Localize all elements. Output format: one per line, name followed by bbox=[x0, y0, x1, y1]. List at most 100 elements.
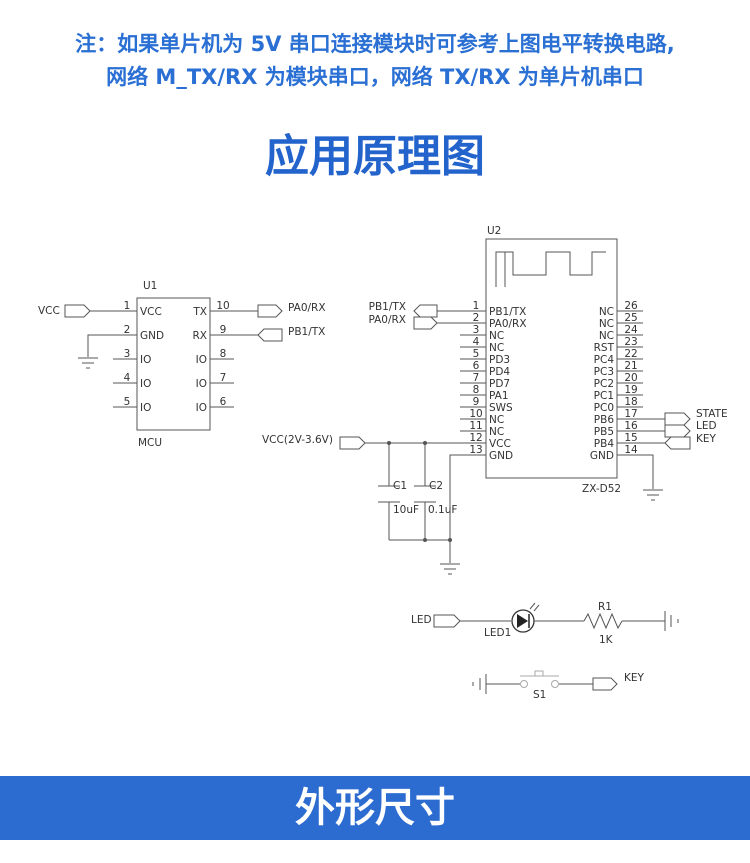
pin-label: PA1 bbox=[489, 390, 509, 402]
u1-ref: U1 bbox=[143, 280, 157, 292]
pin-number: 3 bbox=[473, 324, 480, 336]
pin-number: 1 bbox=[124, 300, 131, 312]
note-line-1: 注：如果单片机为 5V 串口连接模块时可参考上图电平转换电路, bbox=[75, 32, 675, 56]
pin-label: TX bbox=[192, 306, 207, 318]
pin-number: 23 bbox=[624, 336, 637, 348]
pin-label: NC bbox=[489, 426, 504, 438]
pin-number: 2 bbox=[473, 312, 480, 324]
pin-number: 7 bbox=[473, 372, 480, 384]
resistor-icon bbox=[583, 612, 623, 630]
ground-icon bbox=[664, 611, 679, 631]
key-port-icon bbox=[664, 436, 691, 450]
pin-label: GND bbox=[140, 330, 164, 342]
led-circuit-port-label: LED bbox=[411, 614, 432, 626]
pin-number: 14 bbox=[624, 444, 638, 456]
ground-icon bbox=[472, 674, 487, 694]
pin-number: 9 bbox=[220, 324, 227, 336]
pin-number: 19 bbox=[624, 384, 637, 396]
pin-number: 11 bbox=[469, 420, 482, 432]
pin-number: 22 bbox=[624, 348, 637, 360]
banner-title: 外形尺寸 bbox=[295, 785, 455, 831]
pin-number: 8 bbox=[220, 348, 227, 360]
r1-value: 1K bbox=[599, 634, 614, 646]
state-port-icon bbox=[664, 412, 691, 426]
pin-number: 6 bbox=[473, 360, 480, 372]
state-net-label: STATE bbox=[696, 408, 728, 420]
pin-number: 15 bbox=[624, 432, 637, 444]
pin-number: 3 bbox=[124, 348, 131, 360]
pin-number: 5 bbox=[473, 348, 480, 360]
led-ref: LED1 bbox=[484, 627, 511, 639]
pin-label: RX bbox=[193, 330, 208, 342]
note-line-2: 网络 M_TX/RX 为模块串口，网络 TX/RX 为单片机串口 bbox=[106, 65, 644, 89]
pin-label: VCC bbox=[140, 306, 162, 318]
c2-ref: C2 bbox=[429, 480, 443, 492]
led-circuit-port-icon bbox=[433, 614, 461, 628]
pin-label: IO bbox=[196, 354, 207, 366]
pin-number: 18 bbox=[624, 396, 637, 408]
pin-label: NC bbox=[489, 342, 504, 354]
pin-number: 5 bbox=[124, 396, 131, 408]
u1-name: MCU bbox=[138, 437, 162, 449]
pin-number: 20 bbox=[624, 372, 637, 384]
led-net-label: LED bbox=[696, 420, 717, 432]
u2-pb1-tx-port-icon bbox=[413, 304, 438, 318]
pin-number: 8 bbox=[473, 384, 480, 396]
pa0-rx-port-icon bbox=[257, 304, 283, 318]
pin-number: 24 bbox=[624, 324, 638, 336]
r1-ref: R1 bbox=[598, 601, 612, 613]
pin-label: PB4 bbox=[594, 438, 615, 450]
pin-number: 26 bbox=[624, 300, 638, 312]
vcc-range-port-icon bbox=[339, 436, 366, 450]
pin-label: PA0/RX bbox=[489, 318, 527, 330]
c2-value: 0.1uF bbox=[428, 504, 457, 516]
pin-label: IO bbox=[140, 354, 151, 366]
pin-label: GND bbox=[590, 450, 614, 462]
pin-label: PD3 bbox=[489, 354, 510, 366]
pin-number: 2 bbox=[124, 324, 131, 336]
ground-icon bbox=[440, 563, 460, 575]
pin-label: PC0 bbox=[594, 402, 614, 414]
key-circuit-port-label: KEY bbox=[624, 672, 645, 684]
led-port-icon bbox=[664, 424, 691, 438]
antenna-icon bbox=[495, 251, 606, 287]
pb1-tx-port-icon bbox=[257, 328, 283, 342]
pin-label: NC bbox=[599, 306, 614, 318]
pin-label: NC bbox=[489, 414, 504, 426]
pin-label: VCC bbox=[489, 438, 511, 450]
pin-label: GND bbox=[489, 450, 513, 462]
pin-number: 10 bbox=[469, 408, 482, 420]
pin-label: PB6 bbox=[594, 414, 615, 426]
key-net-label: KEY bbox=[696, 433, 717, 445]
pin-label: NC bbox=[489, 330, 504, 342]
pin-label: PC1 bbox=[594, 390, 614, 402]
pin-label: NC bbox=[599, 330, 614, 342]
pin-number: 25 bbox=[624, 312, 637, 324]
pin-label: IO bbox=[140, 402, 151, 414]
pin-label: PC4 bbox=[594, 354, 615, 366]
u2-ref: U2 bbox=[487, 225, 501, 237]
u1-tx-net-label: PA0/RX bbox=[288, 302, 326, 314]
pin-number: 12 bbox=[469, 432, 482, 444]
pin-label: IO bbox=[196, 402, 207, 414]
c1-value: 10uF bbox=[393, 504, 419, 516]
c1-ref: C1 bbox=[393, 480, 407, 492]
pin-number: 10 bbox=[216, 300, 229, 312]
pin-label: PD7 bbox=[489, 378, 510, 390]
pin-number: 1 bbox=[473, 300, 480, 312]
pin-label: PC2 bbox=[594, 378, 614, 390]
vcc-port-label: VCC bbox=[38, 305, 60, 317]
section-title: 应用原理图 bbox=[265, 131, 485, 182]
u1-body bbox=[136, 297, 211, 431]
pin-label: PD4 bbox=[489, 366, 510, 378]
push-button-icon bbox=[520, 670, 559, 688]
pin-number: 4 bbox=[124, 372, 131, 384]
s1-ref: S1 bbox=[533, 689, 546, 701]
pin-label: PB1/TX bbox=[489, 306, 526, 318]
pin-label: IO bbox=[140, 378, 151, 390]
u1-rx-net-label: PB1/TX bbox=[288, 326, 325, 338]
u2-left-port-label-2: PA0/RX bbox=[368, 314, 406, 326]
pin-label: PB5 bbox=[594, 426, 614, 438]
section-banner: 外形尺寸 bbox=[0, 776, 750, 840]
